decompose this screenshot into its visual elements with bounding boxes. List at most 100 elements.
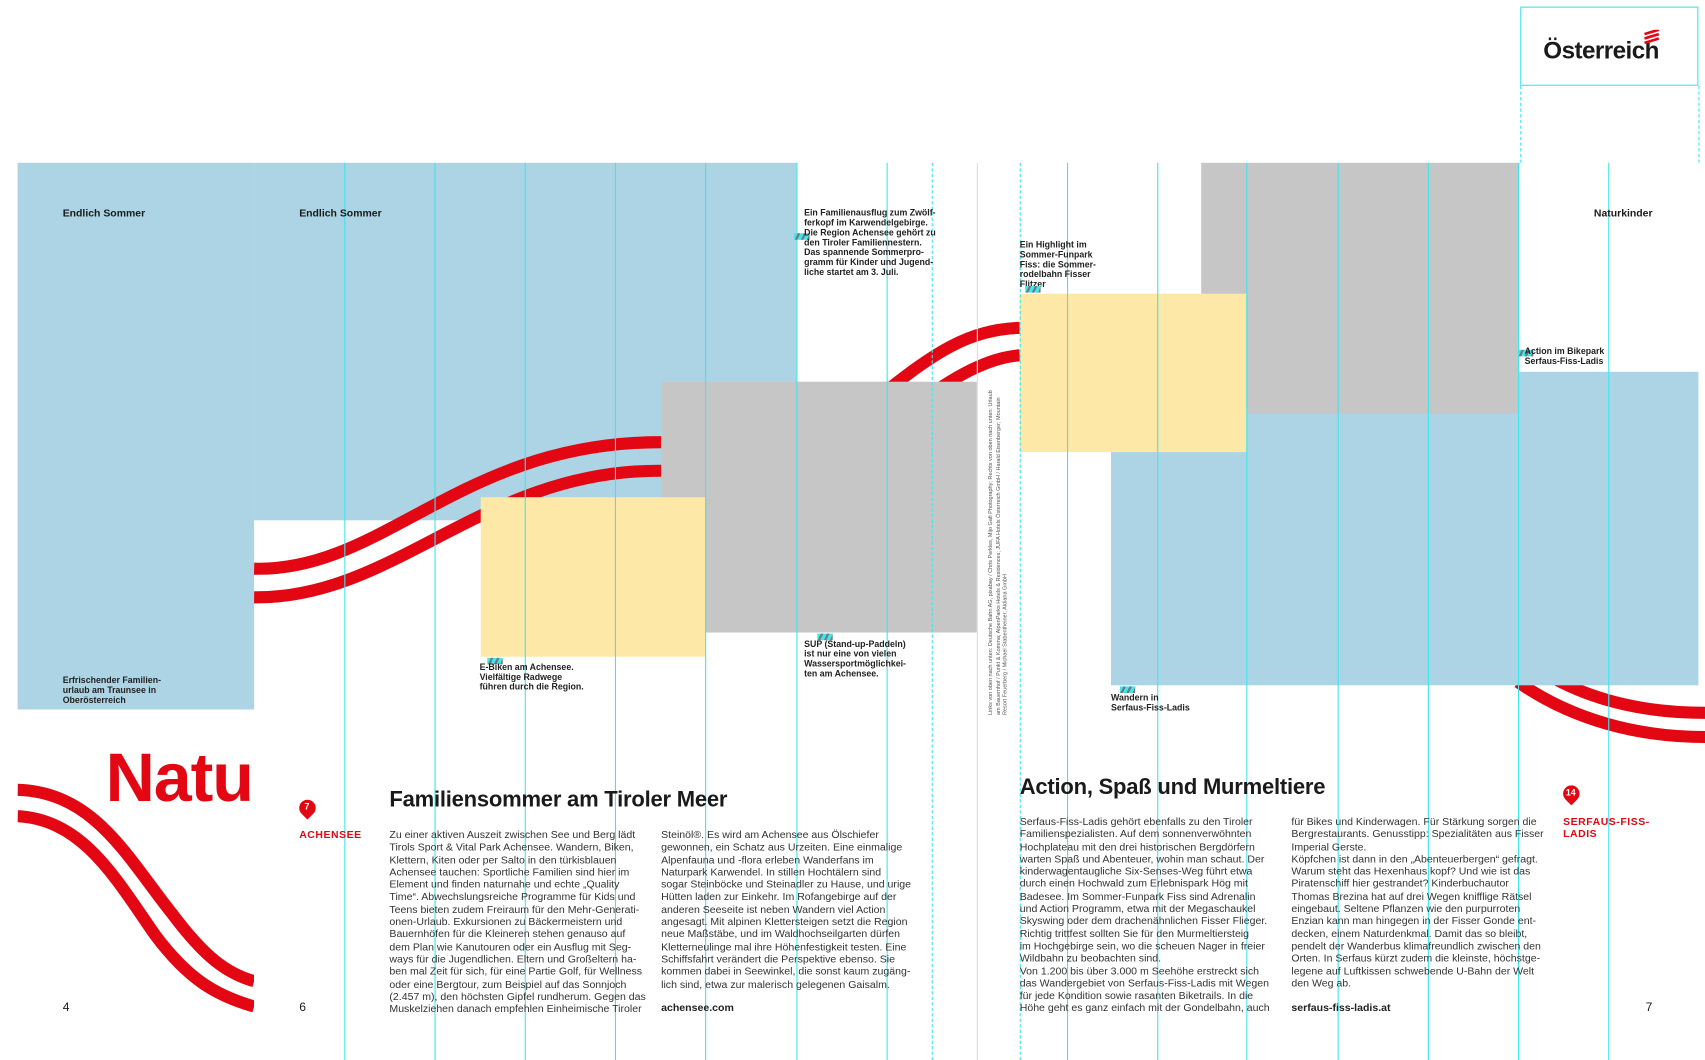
achensee-link[interactable]: achensee.com [661,1002,734,1015]
image-placeholder-sup [661,381,977,633]
text-line: Action im Bikepark [1524,346,1605,357]
text-line: den Tiroler Familiennestern. [804,237,922,248]
natur-title-clip: Natu [17,726,255,1012]
text-line: gewonnen, ein Schatz aus Urzeiten. Eine … [661,841,903,854]
text-line: Badesee. Im Sommer-Funpark Fiss sind Adr… [1019,890,1256,903]
text-line: im Hochgebirge sein, wo die scheuen Nage… [1019,940,1265,953]
text-line: Imperial Gerste. [1291,841,1367,854]
text-line: Serfaus-Fiss-Ladis gehört ebenfalls zu d… [1019,816,1253,829]
text-line: ben mal Zeit für sich, für eine Partie G… [389,966,643,979]
text-line: Sommer-Funpark [1019,249,1093,260]
text-line: Warum steht das Hexenhaus kopf? Und wie … [1291,865,1531,879]
text-line: warten Spaß und Abenteuer, wohin man sch… [1019,853,1265,866]
text-line: Ein Familienausflug zum Zwölf- [804,207,936,218]
text-line: Richtig trittfest sollten Sie für den Mu… [1019,928,1250,941]
text-line: Von 1.200 bis über 3.000 m Seehöhe erstr… [1019,965,1260,978]
text-line: Höhe geht es ganz einfach mit der Gondel… [1019,1002,1270,1015]
natur-title: Natu [105,740,254,817]
image-placeholder-bikepark [1201,162,1518,414]
page-number-6: 6 [299,1001,306,1015]
text-line: führen durch die Region. [479,682,584,692]
text-line: Achensee tauchen: Sportliche Familien si… [389,866,630,879]
text-line: Fiss: die Sommer- [1019,259,1096,270]
article-title-achensee: Familiensommer am Tiroler Meer [389,787,728,812]
text-line: urlaub am Traunsee in [62,685,157,696]
article-col-2: Steinöl®. Es wird am Achensee aus Ölschi… [661,829,927,991]
text-line: Familienspezialisten. Auf dem sonnenverw… [1019,828,1252,841]
caption-marker-icon [817,633,833,641]
caption-marker-icon [794,233,810,240]
text-line: Bauernhöfen für die Kleineren stehen gen… [389,928,626,941]
article-title-serfaus: Action, Spaß und Murmeltiere [1019,775,1326,800]
article-col-4: für Bikes und Kinderwagen. Für Stärkung … [1291,816,1557,990]
text-line: Naturpark Karwendel. In stillen Hochtäle… [661,866,882,879]
text-line: kommen dabei in Seewinkel, die sonst kau… [661,966,911,979]
text-line: und Action Programm, etwa mit der Megasc… [1019,903,1256,916]
caption-karwendel: Ein Familienausflug zum Zwölf-ferkopf im… [804,208,936,277]
text-line: Erfrischender Familien- [62,675,161,686]
text-line: oder eine Bergtour, zum Beispiel auf das… [389,978,627,991]
text-line: anderen Seeseite ist neben Wandern viel … [661,903,886,917]
text-line: Wandern in [1111,693,1159,703]
kicker-page4: Endlich Sommer [62,207,146,220]
text-line: (2.457 m), den höchsten Gipfel rundherum… [389,990,646,1004]
kicker-page7: Naturkinder [1593,207,1653,220]
page-number-4: 4 [62,1001,70,1015]
place-serfaus: SERFAUS-FISS-LADIS [1563,816,1650,840]
text-line: Alpenfauna und -flora erleben Wanderfans… [661,854,874,867]
text-line: Wildbahn zu beobachten sind. [1019,952,1162,965]
text-line: pendelt der Wanderbus klimafreundlich zw… [1291,940,1541,953]
red-stripes-bottom-left [17,783,255,1012]
kicker-page6: Endlich Sommer [299,207,382,220]
text-line: gramm für Kinder und Jugend- [804,257,934,268]
text-line: Wassersportmöglichkei- [804,658,906,669]
text-line: Element und finden naturnahe und echte „… [389,879,620,892]
photo-credits: Links von oben nach unten: Deutsche Bahn… [987,390,1009,715]
text-line: das Wandergebiet von Serfaus-Fiss-Ladis … [1019,977,1269,990]
text-line: Schiffsfahrt verändert die Perspektive e… [661,953,895,966]
text-line: rodelbahn Fisser [1019,269,1091,280]
text-line: Ein Highlight im [1019,239,1087,250]
logo-box: Österreich [1520,6,1699,86]
text-line: ferkopf im Karwendelgebirge. [804,217,928,228]
text-line: Muskelziehen danach empfehlen Einheimisc… [389,1003,642,1016]
logo-flag-icon [1644,29,1660,45]
pin-number: 14 [1565,787,1576,798]
text-line: SERFAUS-FISS- [1563,816,1650,829]
text-line: Steinöl®. Es wird am Achensee aus Ölschi… [661,829,879,842]
image-placeholder-ebike [480,497,706,657]
text-line: Time“. Abwechslungsreiche Programme für … [389,891,636,904]
text-line: dem Plan wie Kanutouren oder ein Ausflug… [389,941,632,954]
text-line: Bergrestaurants. Genusstipp: Spezialität… [1291,828,1544,841]
text-line: Serfaus-Fiss-Ladis [1111,702,1190,713]
article-col-1: Zu einer aktiven Auszeit zwischen See un… [389,829,655,1015]
text-line: E-Biken am Achensee. [479,662,574,673]
text-line: neue Maßstäbe, und im Waldhochseilgarten… [661,928,901,941]
text-line: Vielfältige Radwege [479,672,563,682]
text-line: ist nur eine von vielen [804,649,897,659]
image-placeholder-traunsee [17,162,255,710]
text-line: legene auf Luftkissen schwebende U-Bahn … [1291,965,1535,978]
text-line: Serfaus-Fiss-Ladis [1524,356,1604,367]
text-line: Orten. In Serfaus kürzt zudem die kleins… [1291,952,1541,965]
text-line: onen-Urlaub. Exkursionen zu Bäckermeiste… [389,916,623,929]
article-col-3: Serfaus-Fiss-Ladis gehört ebenfalls zu d… [1020,816,1286,1015]
text-line: ways für die Jugendlichen. Eltern und Gr… [389,953,637,966]
text-line: Köpfchen ist dann in den „Abenteuerberge… [1291,853,1538,866]
text-line: Die Region Achensee gehört zu [804,227,936,238]
text-line: Zu einer aktiven Auszeit zwischen See un… [389,829,636,842]
serfaus-link[interactable]: serfaus-fiss-ladis.at [1291,1002,1391,1015]
page-number-7: 7 [1645,1001,1653,1015]
red-stripes-left [253,321,1021,604]
text-line: Oberösterreich [62,695,126,706]
text-line: liche startet am 3. Juli. [804,267,899,278]
text-line: Kletterneulinge mal ihre Höhenfestigkeit… [661,941,907,954]
text-line: Hochplateau mit den drei historischen Be… [1019,841,1255,854]
pin-number: 7 [304,801,310,812]
text-line: Tirols Sport & Vital Park Achensee. Wand… [389,841,634,854]
